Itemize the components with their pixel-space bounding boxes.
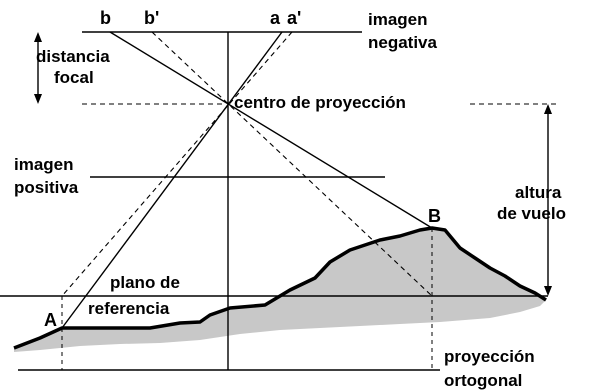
altitude-arrow-head-bottom [544,286,552,296]
focal-distance-label-line1: distancia [36,47,110,66]
point-a-label: a [270,8,281,28]
negative-image-label-line1: imagen [368,10,428,29]
orthogonal-projection-label-line2: ortogonal [444,371,522,390]
focal-arrow-head-top [34,32,42,42]
projection-center-label: centro de proyección [234,93,406,112]
point-a-prime-label: a' [287,8,301,28]
terrain-profile [13,226,547,350]
point-b-label: b [100,8,111,28]
altitude-arrow-head-top [544,104,552,114]
terrain-fill [14,228,546,352]
point-B-label: B [428,206,441,226]
ray-b-to-B [109,31,433,229]
positive-image-label-line2: positiva [14,178,79,197]
flight-altitude-label-line1: altura [515,183,562,202]
ray-b-prime [151,31,433,297]
orthogonal-projection-label-line1: proyección [444,347,535,366]
flight-altitude-label-line2: de vuelo [497,204,566,223]
reference-plane-label-line2: referencia [88,299,170,318]
focal-distance-label-line2: focal [54,68,94,87]
positive-image-label-line1: imagen [14,155,74,174]
point-A-label: A [44,310,57,330]
point-b-prime-label: b' [144,8,159,28]
ray-a-prime [61,31,293,297]
negative-image-label-line2: negativa [368,33,438,52]
reference-plane-label-line1: plano de [110,273,180,292]
ray-a-to-A [61,31,283,329]
focal-arrow-head-bottom [34,94,42,104]
